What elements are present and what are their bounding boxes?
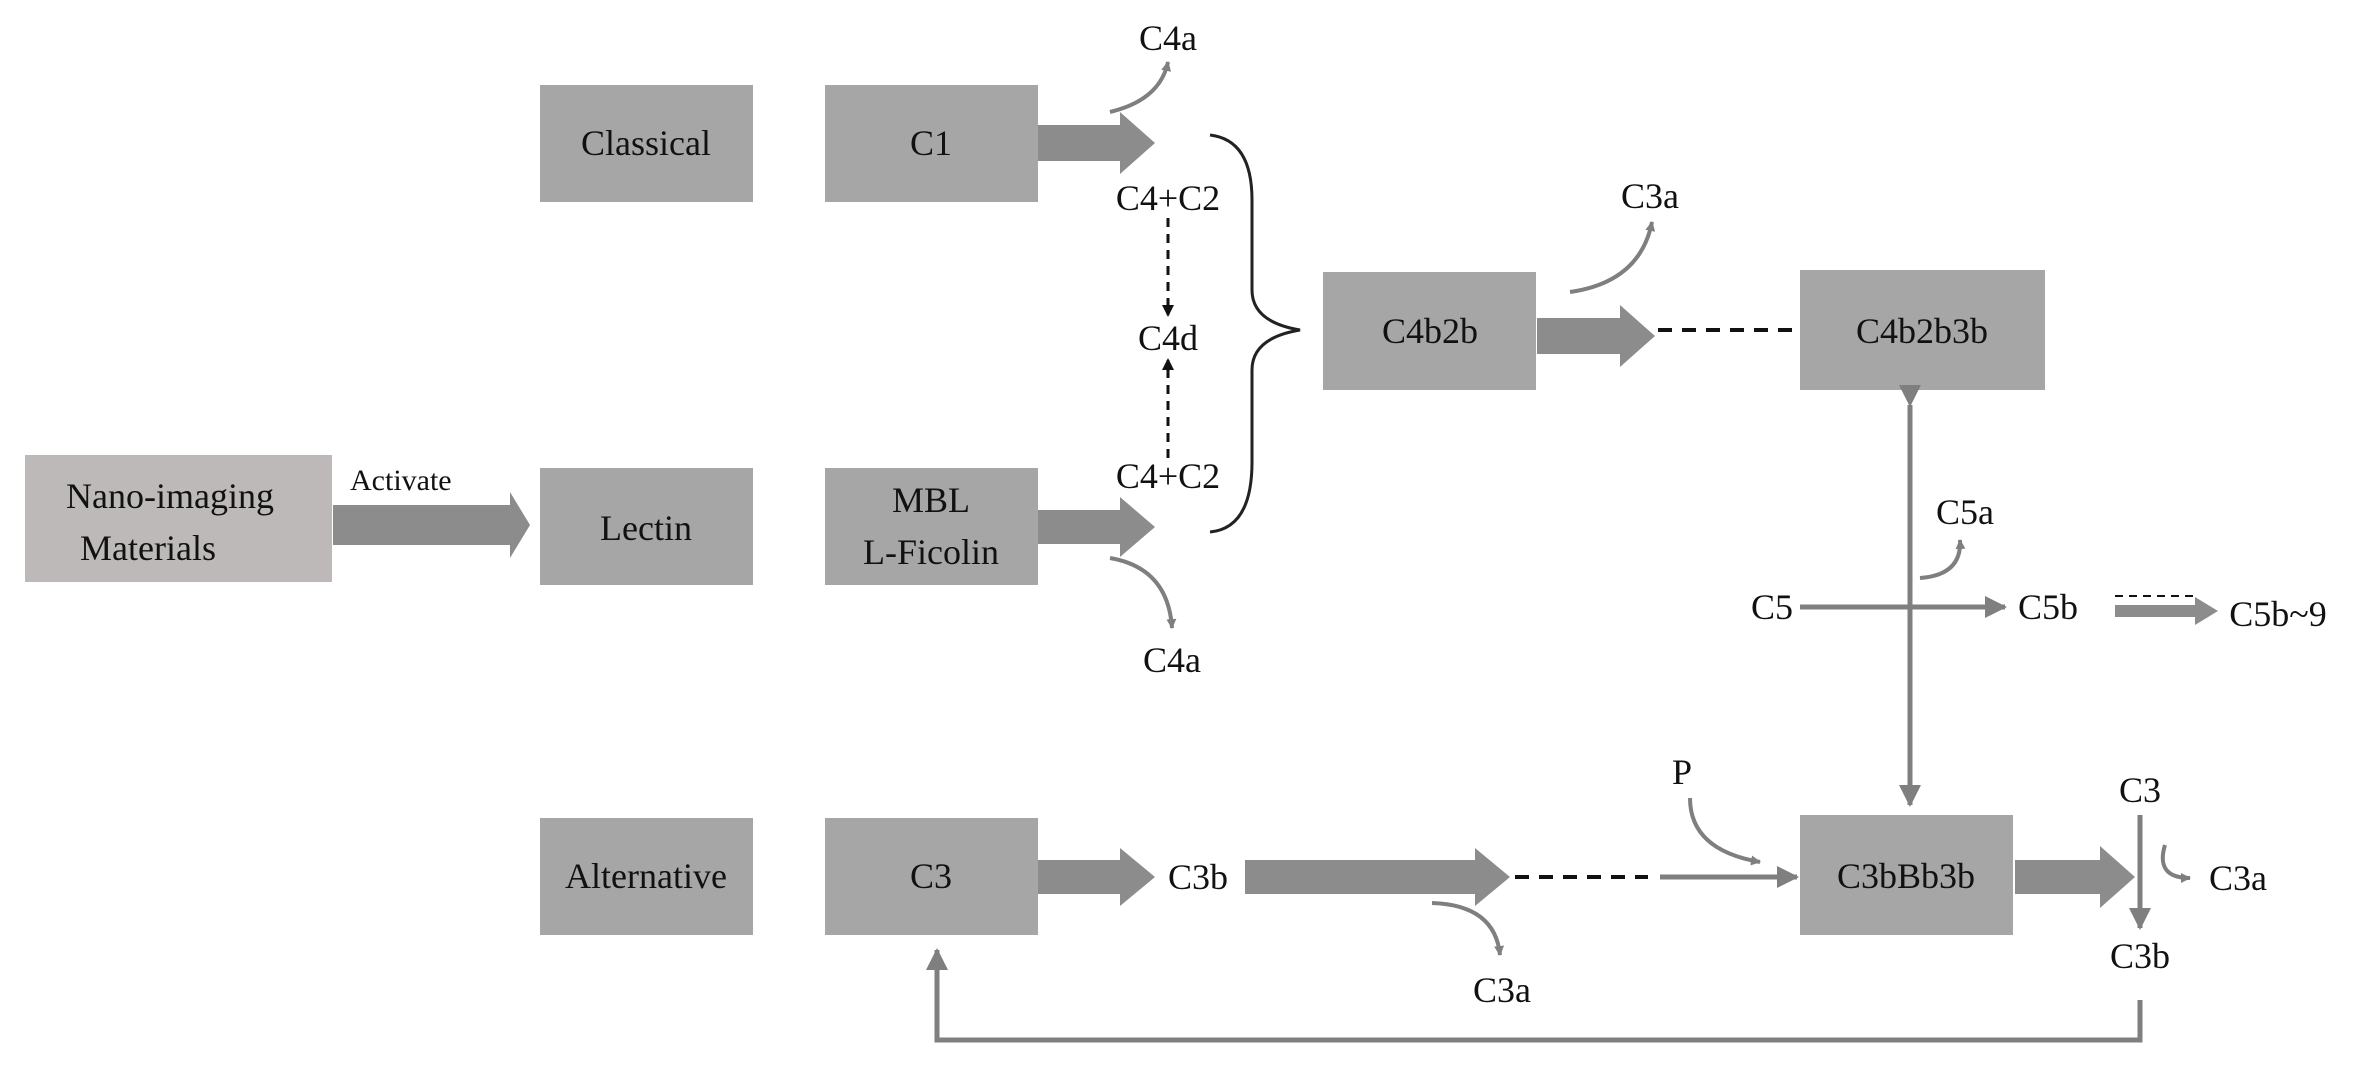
alternative-label: Alternative (565, 856, 727, 896)
c3bbb3b-block-arrow (2015, 846, 2135, 908)
c4b2b3b-box: C4b2b3b (1800, 270, 2045, 390)
c1-block-arrow (1038, 112, 1155, 174)
activate-arrow (333, 492, 530, 558)
c5-label: C5 (1751, 587, 1793, 627)
c3b-block-arrow (1245, 848, 1510, 906)
c1-box: C1 (825, 85, 1038, 202)
mbl-block-arrow (1038, 497, 1155, 557)
c3bbb3b-box: C3bBb3b (1800, 815, 2013, 935)
c4a-bottom-curve (1109, 556, 1177, 629)
c5a-label: C5a (1936, 492, 1994, 532)
c4d-label: C4d (1138, 318, 1198, 358)
c3a-upper-label: C3a (1621, 176, 1679, 216)
c5a-curve (1919, 539, 1966, 580)
c4b2b-label: C4b2b (1382, 311, 1478, 351)
c3a-alt-label: C3a (1473, 970, 1531, 1010)
mbl-ficolin-box: MBL L-Ficolin (825, 468, 1038, 585)
c3-initiator-box: C3 (825, 818, 1038, 935)
activate-label: Activate (350, 464, 452, 497)
c3bbb3b-label: C3bBb3b (1837, 856, 1975, 896)
l-ficolin-label: L-Ficolin (863, 532, 999, 572)
classical-box: Classical (540, 85, 753, 202)
c4c2-bottom-label: C4+C2 (1116, 456, 1220, 496)
c3a-right-curve (2160, 844, 2191, 883)
c4a-top-curve (1109, 61, 1172, 114)
c4a-bottom-label: C4a (1143, 640, 1201, 680)
p-curve (1688, 797, 1761, 866)
c5b-9-block-arrow (2115, 597, 2218, 625)
c3-initiator-label: C3 (910, 856, 952, 896)
c3-block-arrow (1038, 848, 1155, 906)
c4b2b3b-label: C4b2b3b (1856, 311, 1988, 351)
c1-label: C1 (910, 123, 952, 163)
c4c2-top-label: C4+C2 (1116, 178, 1220, 218)
c5b-9-label: C5b~9 (2229, 594, 2327, 634)
feedback-loop-line (926, 948, 2143, 1043)
c4a-top-label: C4a (1139, 18, 1197, 58)
classical-label: Classical (581, 123, 711, 163)
c3b-alt-label: C3b (1168, 857, 1228, 897)
c3a-upper-curve (1569, 221, 1656, 294)
p-label: P (1672, 752, 1692, 792)
c4b2b-block-arrow (1537, 305, 1655, 367)
brace (1209, 133, 1301, 534)
lectin-box: Lectin (540, 468, 753, 585)
source-label-line1: Nano-imaging (66, 476, 274, 516)
c3a-alt-curve (1431, 901, 1505, 956)
source-label-line2: Materials (80, 528, 216, 568)
mbl-label: MBL (892, 480, 970, 520)
alternative-box: Alternative (540, 818, 753, 935)
c4b2b-box: C4b2b (1323, 272, 1536, 390)
lectin-label: Lectin (600, 508, 692, 548)
c3a-right-label: C3a (2209, 858, 2267, 898)
source-box: Nano-imaging Materials (25, 455, 332, 582)
c3-right-label: C3 (2119, 770, 2161, 810)
c3b-right-label: C3b (2110, 936, 2170, 976)
c5b-label: C5b (2018, 587, 2078, 627)
